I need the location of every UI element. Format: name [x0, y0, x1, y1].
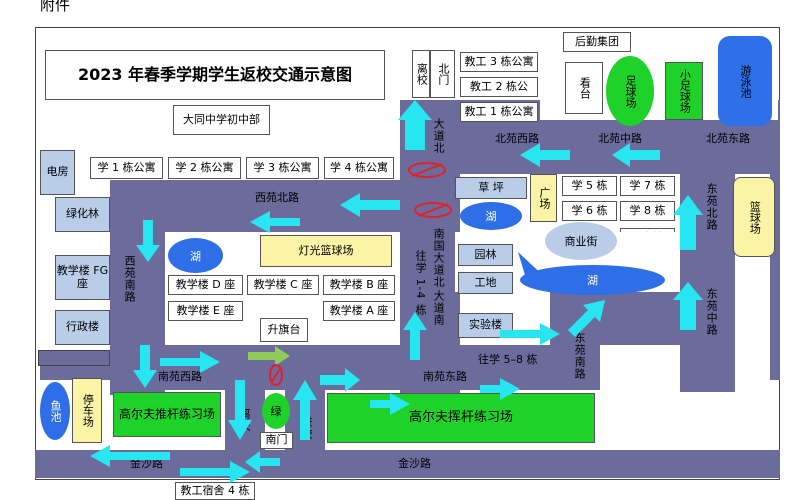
teaching-building-c: 教学楼 C 座 [247, 275, 319, 295]
road-label: 金沙路 [398, 457, 431, 470]
road-stub [38, 350, 110, 366]
commercial-street: 商业街 [545, 222, 617, 260]
road-segment [680, 152, 735, 392]
staff-apartment-2: 教工 2 栋公 [460, 77, 538, 97]
admin-building: 行政楼 [55, 310, 110, 345]
staff-dorm-4: 教工宿舍 4 栋 [175, 482, 255, 500]
lab-building: 实验楼 [458, 313, 513, 338]
lake-west: 湖 [168, 238, 223, 273]
road-label: 大道南 [432, 290, 446, 326]
lake-east: 湖 [520, 265, 665, 295]
golf-swing-range: 高尔夫挥杆练习场 [327, 393, 595, 443]
teaching-building-fg: 教学楼 FG 座 [55, 255, 110, 300]
enter-school-label: 进校 [300, 416, 314, 440]
road-label: 东苑南路 [573, 332, 587, 380]
leave-school-north: 离校 [412, 50, 430, 98]
student-7: 学 7 栋 [620, 176, 675, 196]
road-label: 东苑中路 [705, 288, 719, 336]
dorm-4: 学 4 栋公寓 [324, 157, 394, 179]
south-gate: 南门 [260, 432, 293, 449]
student-5: 学 5 栋 [562, 176, 617, 196]
power-room: 电房 [40, 150, 75, 195]
road-label: 北苑西路 [495, 132, 539, 145]
teaching-building-d: 教学楼 D 座 [168, 275, 243, 295]
teaching-building-a: 教学楼 A 座 [323, 301, 395, 321]
leave-school-label: 离校 [238, 408, 252, 432]
dorm-2: 学 2 栋公寓 [168, 157, 241, 179]
dorm-3: 学 3 栋公寓 [246, 157, 319, 179]
road-label: 北苑中路 [598, 132, 642, 145]
fish-pond: 鱼池 [40, 382, 70, 440]
logistics-group: 后勤集团 [563, 32, 631, 52]
road-label: 南苑东路 [423, 370, 467, 383]
road-label: 金沙路 [130, 457, 163, 470]
road-label: 北苑东路 [706, 132, 750, 145]
road-label: 西苑南路 [123, 255, 137, 303]
road-label: 西苑北路 [255, 191, 299, 204]
road-label: 南苑西路 [158, 370, 202, 383]
lake-small: 湖 [460, 202, 522, 230]
dorm-1: 学 1 栋公寓 [90, 157, 163, 179]
datong-middle-school: 大同中学初中部 [173, 105, 270, 135]
swimming-pool: 游泳池 [718, 36, 772, 126]
student-8: 学 8 栋 [620, 201, 675, 221]
golf-putting-range: 高尔夫推杆练习场 [113, 392, 221, 437]
stand: 看台 [565, 62, 603, 114]
square: 广场 [530, 174, 557, 222]
road-label: 往学 5–8 栋 [478, 353, 538, 366]
attachment-label: 附件 [40, 0, 71, 14]
road-label: 大道北 [432, 118, 446, 154]
north-gate: 北门 [430, 50, 455, 98]
green-forest: 绿化林 [55, 197, 110, 232]
road-label: 往学 1-4 栋 [414, 250, 428, 316]
flag-platform: 升旗台 [260, 318, 308, 342]
parking-lot: 停车场 [72, 378, 102, 443]
map-title: 2023 年春季学期学生返校交通示意图 [45, 50, 385, 100]
staff-apartment-3: 教工 3 栋公寓 [460, 52, 538, 72]
small-football-field: 小足球场 [665, 62, 703, 120]
road-segment [770, 170, 780, 380]
lit-basketball-court: 灯光篮球场 [260, 235, 392, 267]
construction-site: 工地 [458, 272, 513, 294]
garden: 园林 [458, 244, 513, 266]
student-6: 学 6 栋 [562, 201, 617, 221]
lawn: 草 坪 [455, 177, 527, 199]
road-segment [110, 345, 600, 390]
road-label: 南国大道北 [432, 228, 446, 288]
road-label: 东苑北路 [705, 183, 719, 231]
teaching-building-b: 教学楼 B 座 [323, 275, 395, 295]
football-field: 足球场 [606, 56, 654, 126]
basketball-court: 篮球场 [733, 177, 775, 257]
green-patch: 绿 [262, 393, 290, 429]
staff-apartment-1: 教工 1 栋公寓 [460, 102, 538, 122]
teaching-building-e: 教学楼 E 座 [168, 301, 243, 321]
